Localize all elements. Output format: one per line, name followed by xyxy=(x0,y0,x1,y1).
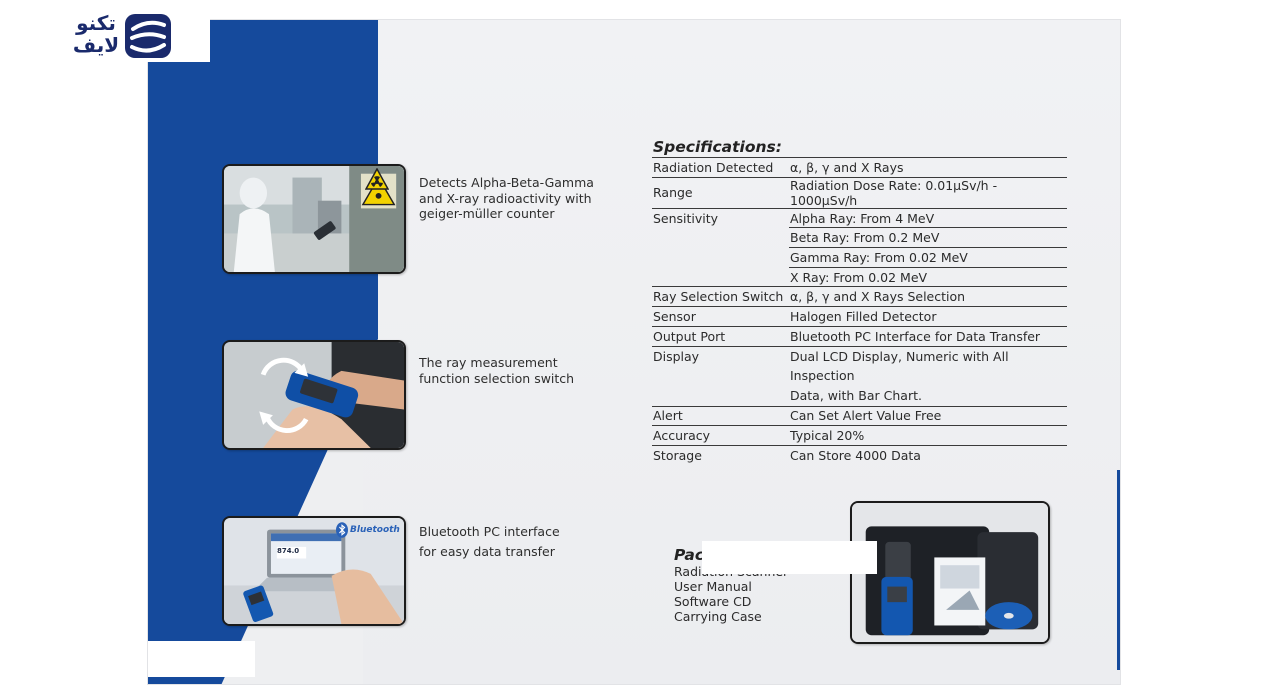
feature-3-line-2: for easy data transfer xyxy=(419,543,555,559)
spec-row: Range Radiation Dose Rate: 0.01μSv/h - 1… xyxy=(652,177,1067,209)
logo-mark-icon xyxy=(125,14,171,58)
feature-text-detects: Detects Alpha-Beta-Gamma and X-ray radio… xyxy=(419,175,594,222)
spec-value: Radiation Dose Rate: 0.01μSv/h - 1000μSv… xyxy=(789,177,1067,209)
feature-2-line-2: function selection switch xyxy=(419,370,575,386)
package-title: Pac xyxy=(674,546,705,564)
redaction-box xyxy=(148,641,255,677)
spec-label: Range xyxy=(652,177,789,209)
spec-row: X Ray: From 0.02 MeV xyxy=(652,267,1067,288)
spec-value: α, β, γ and X Rays xyxy=(789,157,1067,178)
spec-row: Sensitivity Alpha Ray: From 4 MeV xyxy=(652,208,1067,229)
spec-value: Can Store 4000 Data xyxy=(790,448,921,464)
feature-photo-laptop xyxy=(222,516,406,626)
spec-value-line-2: Data, with Bar Chart. xyxy=(790,387,922,403)
spec-value: Dual LCD Display, Numeric with All Inspe… xyxy=(789,346,1067,407)
spec-label: Ray Selection Switch xyxy=(652,286,789,308)
spec-row: Ray Selection Switch α, β, γ and X Rays … xyxy=(652,286,1067,308)
package-contents-photo xyxy=(850,501,1050,644)
bluetooth-badge-label: Bluetooth xyxy=(350,525,400,535)
spec-row: Accuracy Typical 20% xyxy=(652,425,1067,446)
feature-2-line-1: The ray measurement xyxy=(419,355,558,370)
spec-row: Beta Ray: From 0.2 MeV xyxy=(652,227,1067,249)
feature-photo-lab xyxy=(222,164,406,274)
spec-value: Can Set Alert Value Free xyxy=(789,406,1067,427)
spec-value: α, β, γ and X Rays Selection xyxy=(789,286,1067,308)
spec-value: Alpha Ray: From 4 MeV xyxy=(789,208,1067,229)
package-item: Carrying Case xyxy=(674,609,762,624)
spec-row: Sensor Halogen Filled Detector xyxy=(652,306,1067,327)
spec-label: Sensor xyxy=(652,306,789,327)
feature-1-line-2: and X-ray radioactivity with xyxy=(419,190,592,206)
spec-label: Storage xyxy=(653,448,702,464)
spec-row: Alert Can Set Alert Value Free xyxy=(652,406,1067,427)
spec-label xyxy=(652,248,789,268)
spec-value: Typical 20% xyxy=(789,425,1067,446)
spec-value: Halogen Filled Detector xyxy=(789,306,1067,327)
spec-value: Bluetooth PC Interface for Data Transfer xyxy=(789,326,1067,347)
spec-row: Gamma Ray: From 0.02 MeV xyxy=(652,247,1067,268)
spec-row: Radiation Detected α, β, γ and X Rays xyxy=(652,157,1067,178)
spec-row: Display Dual LCD Display, Numeric with A… xyxy=(652,346,1067,407)
spec-value-line-1: Dual LCD Display, Numeric with All Inspe… xyxy=(790,348,1009,384)
feature-text-switch: The ray measurement function selection s… xyxy=(419,355,574,386)
logo-text: تکنو لایف xyxy=(50,12,142,56)
spec-label: Sensitivity xyxy=(653,210,719,226)
site-logo[interactable]: تکنو لایف xyxy=(24,10,210,62)
bluetooth-badge: Bluetooth xyxy=(336,521,400,539)
logo-line-2: لایف xyxy=(72,33,120,57)
spec-label: Accuracy xyxy=(652,425,789,446)
spec-label: Output Port xyxy=(652,326,789,347)
logo-line-1: تکنو xyxy=(76,11,116,35)
feature-1-line-3: geiger-müller counter xyxy=(419,206,555,221)
spec-label xyxy=(652,267,789,288)
package-item: User Manual xyxy=(674,579,752,594)
spec-row: Storage Can Store 4000 Data xyxy=(652,445,1067,465)
spec-label: Alert xyxy=(652,406,789,427)
package-item: Software CD xyxy=(674,594,752,609)
spec-value: Gamma Ray: From 0.02 MeV xyxy=(789,247,1067,268)
blue-edge xyxy=(1117,470,1120,670)
spec-label: Display xyxy=(652,346,789,407)
spec-label xyxy=(652,228,789,248)
redaction-box xyxy=(702,541,877,574)
feature-3-line-1: Bluetooth PC interface xyxy=(419,524,560,539)
radiation-hazard-icon xyxy=(365,168,389,190)
feature-photo-switch xyxy=(222,340,406,450)
spec-value: Beta Ray: From 0.2 MeV xyxy=(789,227,1067,249)
specifications-title: Specifications: xyxy=(653,138,782,156)
bluetooth-icon xyxy=(336,522,348,538)
spec-row: Output Port Bluetooth PC Interface for D… xyxy=(652,326,1067,347)
spec-value: X Ray: From 0.02 MeV xyxy=(789,267,1067,288)
laptop-screen-value: 874.0 xyxy=(277,547,300,555)
spec-label: Radiation Detected xyxy=(652,157,789,178)
specifications-table: Radiation Detected α, β, γ and X Rays Ra… xyxy=(652,157,1067,465)
feature-1-line-1: Detects Alpha-Beta-Gamma xyxy=(419,175,594,190)
feature-text-bluetooth: Bluetooth PC interface for easy data tra… xyxy=(419,524,560,559)
